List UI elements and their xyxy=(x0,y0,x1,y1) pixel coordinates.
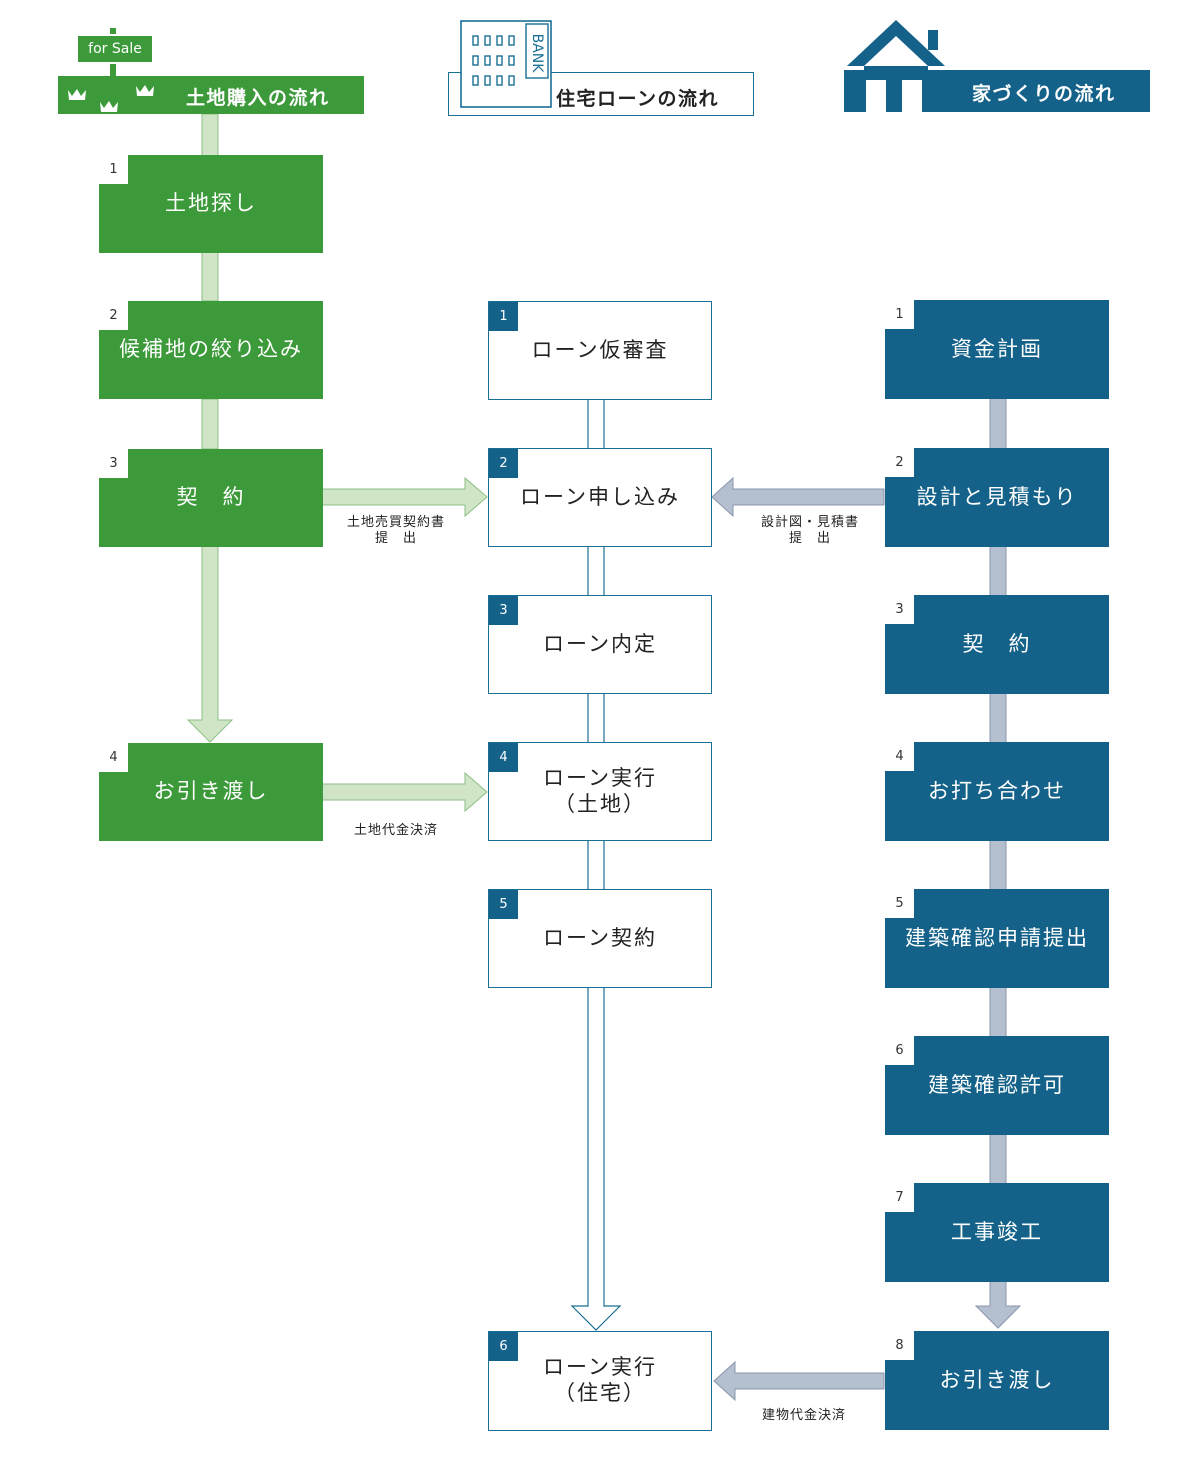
build-step-1: 1 資金計画 xyxy=(885,300,1109,399)
arrow-land-handover-to-loan xyxy=(321,771,488,813)
build-step-4: 4 お打ち合わせ xyxy=(885,742,1109,841)
loan-step-6: 6 ローン実行 （住宅） xyxy=(488,1331,712,1431)
step-label: 土地探し xyxy=(165,191,257,216)
step-number: 2 xyxy=(99,301,128,330)
for-sale-text: for Sale xyxy=(88,41,142,57)
bank-building-icon xyxy=(460,20,552,108)
step-number: 5 xyxy=(885,889,914,918)
land-connector-2-3 xyxy=(201,398,219,450)
step-label: お引き渡し xyxy=(153,779,269,804)
bank-sign-text: BANK xyxy=(529,33,545,73)
step-number: 2 xyxy=(489,449,518,478)
build-step-7: 7 工事竣工 xyxy=(885,1183,1109,1282)
house-icon xyxy=(847,20,945,112)
step-label: ローン契約 xyxy=(543,925,657,950)
step-label: 契 約 xyxy=(962,631,1032,656)
loan-step-5: 5 ローン契約 xyxy=(488,889,712,988)
step-number: 6 xyxy=(489,1332,518,1361)
step-label: ローン実行 （住宅） xyxy=(543,1355,657,1405)
build-connector-2-3 xyxy=(989,545,1007,597)
land-connector-1-2 xyxy=(201,251,219,302)
step-number: 1 xyxy=(99,155,128,184)
step-label: 設計と見積もり xyxy=(916,484,1078,509)
step-number: 4 xyxy=(99,743,128,772)
build-arrow-7-8 xyxy=(974,1280,1022,1329)
step-label: 建築確認許可 xyxy=(928,1072,1066,1097)
arrow-build-handover-to-loan xyxy=(713,1360,885,1402)
step-number: 3 xyxy=(99,449,128,478)
loan-arrow-5-6 xyxy=(570,986,622,1331)
step-label: 建築確認申請提出 xyxy=(905,925,1089,950)
arrow-land-contract-to-loan xyxy=(321,476,488,518)
step-label: ローン内定 xyxy=(543,631,657,656)
land-step-1: 1 土地探し xyxy=(99,155,323,253)
build-step-6: 6 建築確認許可 xyxy=(885,1036,1109,1135)
loan-connector-4-5 xyxy=(587,839,605,891)
loan-step-1: 1 ローン仮審査 xyxy=(488,301,712,400)
note-land-contract: 土地売買契約書 提 出 xyxy=(346,515,445,547)
land-step-3: 3 契 約 xyxy=(99,449,323,547)
note-land-payment: 土地代金決済 xyxy=(353,823,438,838)
build-connector-1-2 xyxy=(989,397,1007,450)
step-label: 工事竣工 xyxy=(951,1219,1043,1244)
step-number: 5 xyxy=(489,890,518,919)
loan-connector-2-3 xyxy=(587,545,605,597)
build-connector-4-5 xyxy=(989,839,1007,891)
step-label: 資金計画 xyxy=(951,336,1043,361)
loan-step-4: 4 ローン実行 （土地） xyxy=(488,742,712,841)
loan-header: BANK 住宅ローンの流れ xyxy=(448,20,754,116)
land-header-title: 土地購入の流れ xyxy=(186,87,330,109)
build-connector-5-6 xyxy=(989,986,1007,1038)
build-connector-6-7 xyxy=(989,1133,1007,1185)
loan-header-title: 住宅ローンの流れ xyxy=(556,88,720,110)
step-number: 4 xyxy=(489,743,518,772)
step-number: 1 xyxy=(489,302,518,331)
build-header: 家づくりの流れ xyxy=(844,14,1150,112)
for-sale-sign-icon xyxy=(78,28,152,76)
loan-connector-3-4 xyxy=(587,692,605,744)
step-label: お引き渡し xyxy=(939,1367,1055,1392)
note-design-docs: 設計図・見積書 提 出 xyxy=(760,515,859,547)
step-label: ローン実行 （土地） xyxy=(543,765,657,816)
step-label: ローン申し込み xyxy=(520,484,680,509)
step-number: 3 xyxy=(885,595,914,624)
land-step-4: 4 お引き渡し xyxy=(99,743,323,841)
step-number: 3 xyxy=(489,596,518,625)
land-header: for Sale 土地購入の流れ xyxy=(58,28,364,114)
step-number: 8 xyxy=(885,1331,914,1360)
build-header-title: 家づくりの流れ xyxy=(972,83,1116,105)
land-step-2: 2 候補地の絞り込み xyxy=(99,301,323,399)
loan-step-2: 2 ローン申し込み xyxy=(488,448,712,547)
step-label: 契 約 xyxy=(176,485,246,510)
build-step-8: 8 お引き渡し xyxy=(885,1331,1109,1430)
loan-connector-1-2 xyxy=(587,398,605,450)
build-step-2: 2 設計と見積もり xyxy=(885,448,1109,547)
build-step-5: 5 建築確認申請提出 xyxy=(885,889,1109,988)
step-number: 1 xyxy=(885,300,914,329)
step-number: 2 xyxy=(885,448,914,477)
step-number: 6 xyxy=(885,1036,914,1065)
step-label: ローン仮審査 xyxy=(531,337,669,362)
step-label: 候補地の絞り込み xyxy=(119,337,303,362)
build-step-3: 3 契 約 xyxy=(885,595,1109,694)
arrow-design-to-loan xyxy=(711,476,885,518)
note-building-payment: 建物代金決済 xyxy=(761,1408,846,1423)
step-label: お打ち合わせ xyxy=(928,778,1066,803)
step-number: 7 xyxy=(885,1183,914,1212)
land-connector-header-1 xyxy=(201,113,219,157)
step-number: 4 xyxy=(885,742,914,771)
build-connector-3-4 xyxy=(989,692,1007,744)
grass-icon xyxy=(68,85,154,112)
loan-step-3: 3 ローン内定 xyxy=(488,595,712,694)
land-arrow-3-4 xyxy=(186,545,234,743)
